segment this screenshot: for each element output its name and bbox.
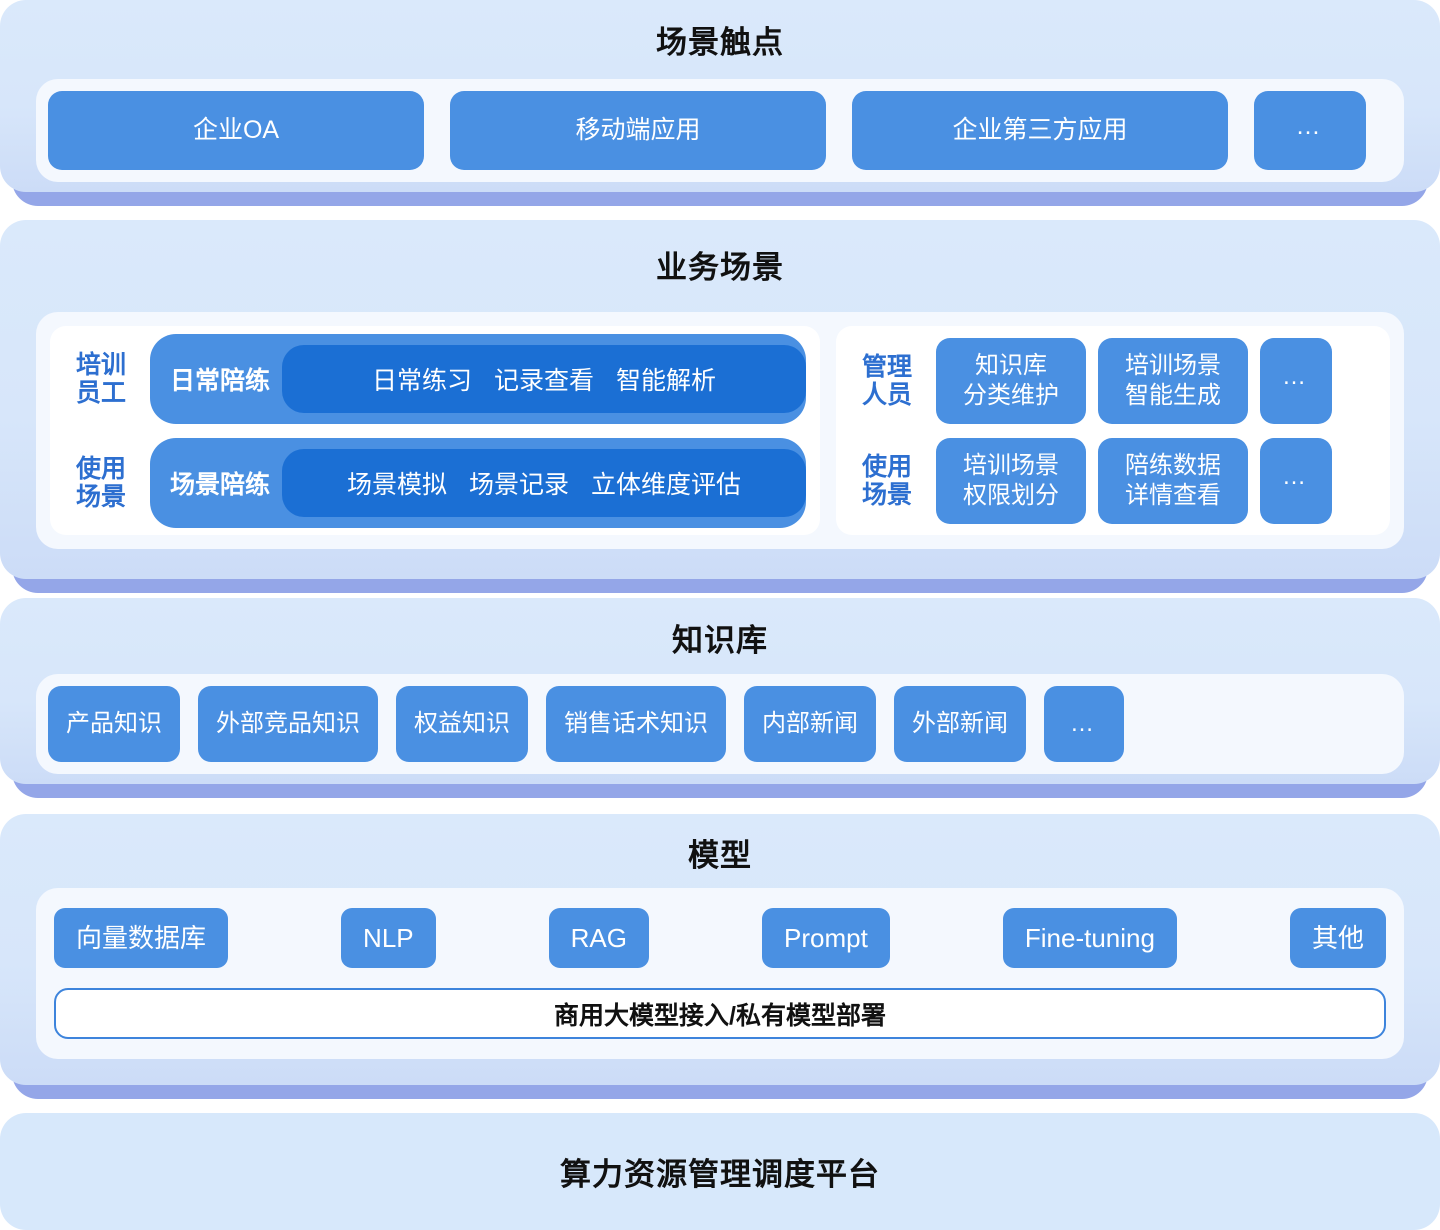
tag-multidimensional-evaluation[interactable]: 立体维度评估 — [591, 470, 742, 499]
knowledge-card: 产品知识 外部竞品知识 权益知识 销售话术知识 内部新闻 外部新闻 … — [36, 674, 1404, 774]
touchpoint-chip-enterprise-oa[interactable]: 企业OA — [48, 91, 424, 170]
knowledge-chip-external-news[interactable]: 外部新闻 — [894, 686, 1026, 762]
model-chip-vector-database[interactable]: 向量数据库 — [54, 908, 229, 968]
model-chip-prompt[interactable]: Prompt — [762, 908, 890, 968]
touchpoint-chip-ellipsis-icon[interactable]: … — [1254, 91, 1366, 170]
pill-inner-daily-coaching-tags: 日常练习 记录查看 智能解析 — [282, 344, 806, 413]
layer-title-model: 模型 — [688, 838, 752, 873]
tag-scene-record[interactable]: 场景记录 — [469, 470, 570, 499]
layer-title-knowledge-base: 知识库 — [672, 623, 768, 658]
admin-chip-coaching-data-details[interactable]: 陪练数据 详情查看 — [1098, 437, 1248, 524]
pill-scene-coaching[interactable]: 场景陪练 场景模拟 场景记录 立体维度评估 — [150, 437, 806, 528]
pill-label-scene-coaching: 场景陪练 — [170, 470, 271, 499]
model-chip-row: 向量数据库 NLP RAG Prompt Fine-tuning 其他 — [54, 908, 1386, 968]
admin-chip-training-scene-permissions[interactable]: 培训场景 权限划分 — [936, 437, 1086, 524]
layer-compute-platform: 算力资源管理调度平台 — [0, 1113, 1440, 1230]
model-chip-nlp[interactable]: NLP — [341, 908, 436, 968]
layer-body: 场景触点 企业OA 移动端应用 企业第三方应用 … — [0, 0, 1440, 192]
touchpoint-chip-mobile-app[interactable]: 移动端应用 — [450, 91, 826, 170]
touchpoint-chip-third-party-app[interactable]: 企业第三方应用 — [852, 91, 1228, 170]
tag-smart-analysis[interactable]: 智能解析 — [616, 366, 717, 395]
admin-chip-ellipsis-icon-2[interactable]: … — [1260, 437, 1332, 524]
touchpoints-card: 企业OA 移动端应用 企业第三方应用 … — [36, 79, 1404, 182]
model-chip-other[interactable]: 其他 — [1289, 908, 1386, 968]
model-deployment-banner: 商用大模型接入/私有模型部署 — [54, 988, 1386, 1039]
knowledge-chip-external-competitor[interactable]: 外部竞品知识 — [198, 686, 378, 762]
knowledge-chip-product[interactable]: 产品知识 — [48, 686, 180, 762]
tag-record-view[interactable]: 记录查看 — [494, 366, 595, 395]
scenarios-right-group: 管理 人员 知识库 分类维护 培训场景 智能生成 … 使用 场景 培训场景 权限… — [836, 326, 1390, 535]
scenarios-left-group: 培训 员工 日常陪练 日常练习 记录查看 智能解析 使用 场景 — [50, 326, 820, 535]
role-label-admin-usage-scene: 使用 场景 — [861, 452, 912, 509]
scenario-row-admin-usage-scene: 使用 场景 培训场景 权限划分 陪练数据 详情查看 … — [850, 437, 1376, 524]
tag-scene-simulation[interactable]: 场景模拟 — [346, 470, 447, 499]
scenario-row-usage-scene: 使用 场景 场景陪练 场景模拟 场景记录 立体维度评估 — [64, 437, 806, 528]
knowledge-chip-sales-script[interactable]: 销售话术知识 — [546, 686, 726, 762]
scenario-row-training-staff: 培训 员工 日常陪练 日常练习 记录查看 智能解析 — [64, 333, 806, 424]
tag-daily-practice[interactable]: 日常练习 — [371, 366, 472, 395]
layer-title-business-scenarios: 业务场景 — [656, 250, 784, 285]
layer-body: 知识库 产品知识 外部竞品知识 权益知识 销售话术知识 内部新闻 外部新闻 … — [0, 598, 1440, 784]
admin-chip-ellipsis-icon[interactable]: … — [1260, 337, 1332, 424]
admin-chip-knowledge-category-maintenance[interactable]: 知识库 分类维护 — [936, 337, 1086, 424]
knowledge-chip-benefits[interactable]: 权益知识 — [396, 686, 528, 762]
scenario-row-admin-staff: 管理 人员 知识库 分类维护 培训场景 智能生成 … — [850, 337, 1376, 424]
model-card: 向量数据库 NLP RAG Prompt Fine-tuning 其他 商用大模… — [36, 888, 1404, 1059]
layer-touchpoints: 场景触点 企业OA 移动端应用 企业第三方应用 … — [0, 0, 1440, 206]
pill-inner-scene-coaching-tags: 场景模拟 场景记录 立体维度评估 — [282, 448, 806, 517]
model-chip-rag[interactable]: RAG — [548, 908, 649, 968]
layer-business-scenarios: 业务场景 培训 员工 日常陪练 日常练习 记录查看 智能解析 — [0, 220, 1440, 593]
layer-title-compute-platform: 算力资源管理调度平台 — [560, 1157, 880, 1192]
role-label-training-staff: 培训 员工 — [75, 350, 126, 407]
model-chip-fine-tuning[interactable]: Fine-tuning — [1002, 908, 1177, 968]
layer-knowledge-base: 知识库 产品知识 外部竞品知识 权益知识 销售话术知识 内部新闻 外部新闻 … — [0, 598, 1440, 798]
pill-daily-coaching[interactable]: 日常陪练 日常练习 记录查看 智能解析 — [150, 333, 806, 424]
layer-body: 模型 向量数据库 NLP RAG Prompt Fine-tuning 其他 商… — [0, 814, 1440, 1085]
layer-body: 算力资源管理调度平台 — [0, 1113, 1440, 1230]
knowledge-chip-ellipsis-icon[interactable]: … — [1044, 686, 1124, 762]
layer-title-touchpoints: 场景触点 — [656, 25, 784, 60]
role-label-admin-staff: 管理 人员 — [861, 352, 912, 409]
role-label-usage-scene: 使用 场景 — [75, 454, 126, 511]
pill-label-daily-coaching: 日常陪练 — [170, 366, 271, 395]
scenarios-card: 培训 员工 日常陪练 日常练习 记录查看 智能解析 使用 场景 — [36, 312, 1404, 549]
layer-model: 模型 向量数据库 NLP RAG Prompt Fine-tuning 其他 商… — [0, 814, 1440, 1099]
knowledge-chip-internal-news[interactable]: 内部新闻 — [744, 686, 876, 762]
layer-body: 业务场景 培训 员工 日常陪练 日常练习 记录查看 智能解析 — [0, 220, 1440, 579]
admin-chip-training-scene-generation[interactable]: 培训场景 智能生成 — [1098, 337, 1248, 424]
